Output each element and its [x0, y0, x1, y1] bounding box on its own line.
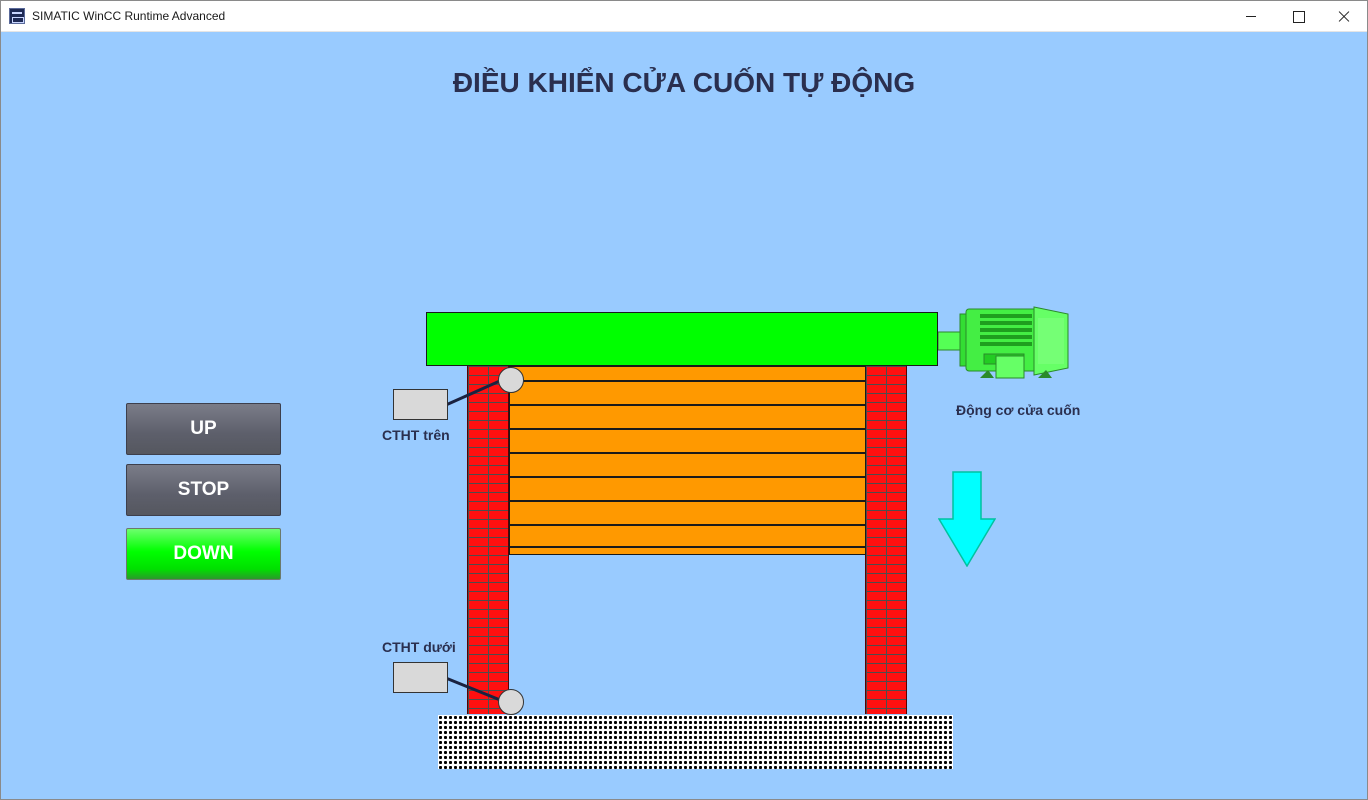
screen-title: ĐIỀU KHIỂN CỬA CUỐN TỰ ĐỘNG [452, 67, 916, 98]
door-slat [510, 452, 865, 454]
door-slat [510, 428, 865, 430]
limit-switch-top-label: CTHT trên [382, 427, 450, 443]
door-slat [510, 404, 865, 406]
close-button[interactable] [1321, 1, 1367, 32]
electric-motor-icon [938, 306, 1069, 379]
limit-switch-bottom-body [393, 662, 448, 693]
motor-label: Động cơ cửa cuốn [956, 402, 1081, 418]
door-slat [510, 476, 865, 478]
right-brick-pillar [865, 366, 907, 714]
rolling-door [509, 366, 866, 555]
maximize-button[interactable] [1275, 1, 1321, 32]
left-brick-pillar [467, 366, 509, 714]
roller-drum [426, 312, 938, 366]
limit-switch-bottom-roller [498, 689, 524, 715]
limit-switch-top-roller [498, 367, 524, 393]
door-slat [510, 524, 865, 526]
arrow-down-icon [938, 471, 996, 567]
minimize-button[interactable] [1229, 1, 1275, 32]
door-slat [510, 380, 865, 382]
wincc-app-icon [9, 8, 25, 24]
up-button[interactable]: UP [126, 403, 281, 455]
door-slat [510, 546, 865, 548]
down-button[interactable]: DOWN [126, 528, 281, 580]
limit-switch-top-body [393, 389, 448, 420]
door-slat [510, 500, 865, 502]
limit-switch-bottom-label: CTHT dưới [382, 639, 456, 655]
ground-floor [438, 715, 953, 769]
title-bar: SIMATIC WinCC Runtime Advanced [1, 1, 1367, 32]
window-title: SIMATIC WinCC Runtime Advanced [32, 9, 226, 23]
stop-button[interactable]: STOP [126, 464, 281, 516]
